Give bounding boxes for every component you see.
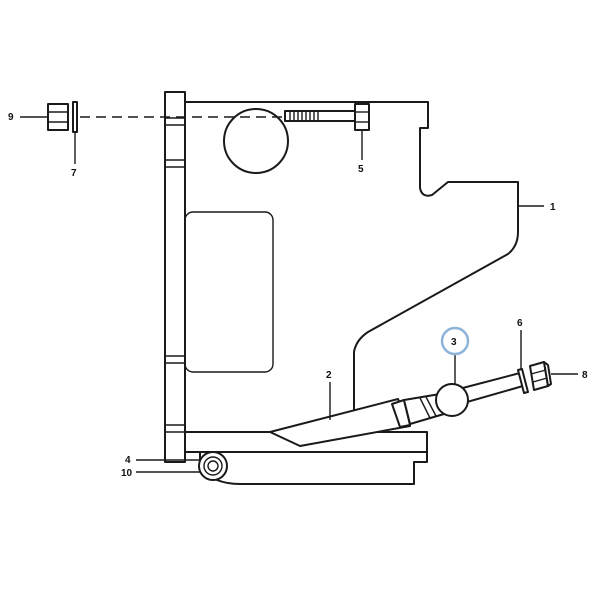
top-bolt: [284, 103, 370, 131]
callout-10: 10: [121, 468, 133, 479]
callout-3-highlight: [440, 326, 470, 356]
pivot-pin: [198, 451, 228, 481]
ball-joint: [435, 383, 469, 417]
bracket-body: [184, 101, 519, 433]
washer-left: [72, 101, 78, 133]
bracket-hole: [223, 108, 289, 174]
nut-left: [47, 103, 69, 131]
washer-right: [517, 368, 529, 394]
callout-8: 8: [582, 370, 588, 381]
callout-3: 3: [451, 337, 457, 348]
callout-4: 4: [125, 455, 131, 466]
callout-1: 1: [550, 202, 556, 213]
vertical-plate: [164, 91, 186, 463]
callout-6: 6: [517, 318, 523, 329]
callout-2: 2: [326, 370, 332, 381]
callout-7: 7: [71, 168, 77, 179]
cylinder-arm: [269, 372, 524, 447]
nut-right: [529, 361, 552, 391]
base-plate: [184, 431, 428, 485]
callout-5: 5: [358, 164, 364, 175]
leader-lines: [20, 116, 578, 473]
callout-9: 9: [8, 112, 14, 123]
